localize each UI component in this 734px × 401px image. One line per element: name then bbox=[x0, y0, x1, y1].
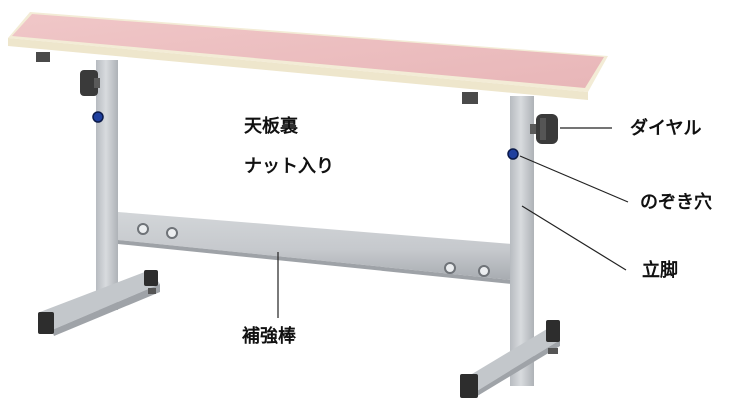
left-peephole-icon bbox=[92, 111, 104, 123]
right-dial-knob-icon bbox=[530, 114, 558, 144]
label-nut-inserted: ナット入り bbox=[244, 156, 334, 177]
left-leg bbox=[38, 60, 160, 336]
peephole-leader bbox=[519, 155, 629, 203]
table-top bbox=[8, 12, 608, 100]
left-bracket bbox=[36, 52, 50, 62]
label-reinforcement-bar: 補強棒 bbox=[242, 326, 296, 347]
reinforcement-bar bbox=[118, 212, 512, 284]
right-peephole-icon bbox=[507, 148, 519, 160]
label-tabletop-underside: 天板裏 bbox=[244, 116, 298, 137]
leg-leader bbox=[521, 205, 627, 271]
label-dial: ダイヤル bbox=[630, 118, 702, 139]
label-leg: 立脚 bbox=[642, 260, 678, 281]
right-leg bbox=[460, 96, 560, 398]
left-dial-knob-icon bbox=[80, 70, 100, 96]
label-peephole: のぞき穴 bbox=[640, 192, 712, 213]
right-bracket bbox=[462, 92, 478, 104]
